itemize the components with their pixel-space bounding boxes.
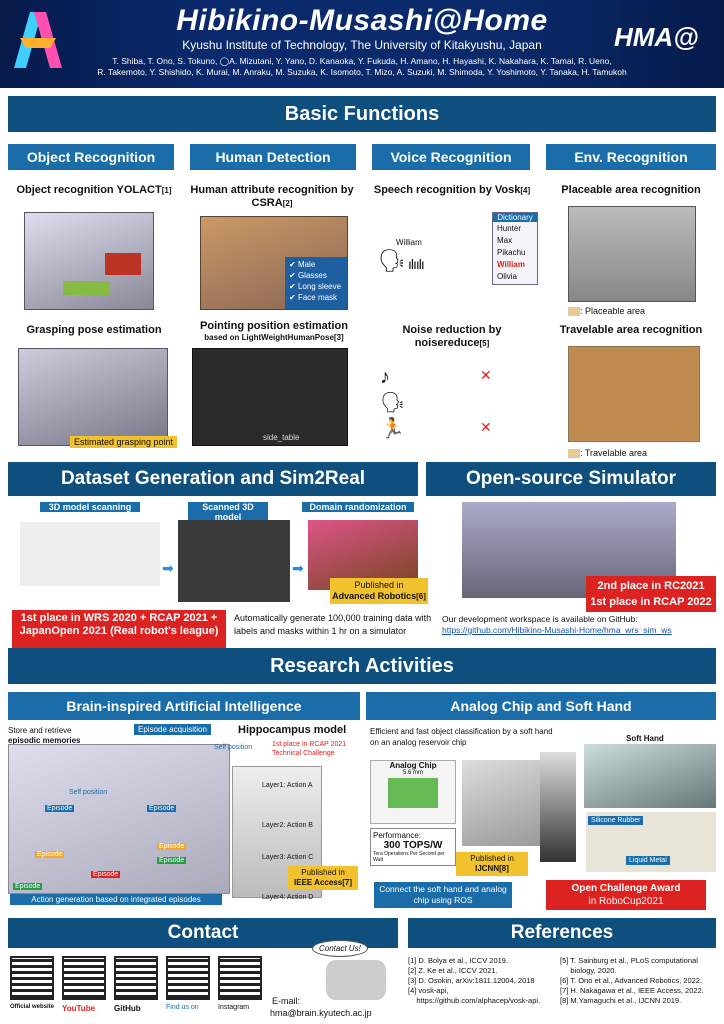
soft-hand-label: Soft Hand [626,734,664,743]
github-link[interactable]: https://github.com/Hibikino-Musashi-Home… [442,625,672,635]
object-recognition-header: Object Recognition [8,144,174,170]
hand-parts-image: Silicone Rubber Liquid Metal [586,812,716,872]
simulator-banner: Open-source Simulator [426,462,716,496]
yolact-label: Object recognition YOLACT[1] [16,184,172,196]
authors: T. Shiba, T. Ono, S. Tokuno, ◯A. Mizutan… [97,56,627,77]
qr-website[interactable] [10,956,54,1000]
contact-bubble: Contact Us! [312,940,368,957]
self-position-label-2: Self position [214,744,253,751]
episode-acquisition-tag: Episode acquisition [134,724,211,735]
github-dev-text: Our development workspace is available o… [442,614,716,636]
instagram-label: Instagram [218,1004,250,1011]
vosk-label: Speech recognition by Vosk[4] [373,184,531,196]
csra-label: Human attribute recognition by CSRA[2] [190,184,354,209]
speaker-icon: 🗣 [378,248,406,273]
placeable-legend: : Placeable area [568,306,645,317]
hma-logo: HMA@ [614,22,699,52]
scanned-label: Scanned 3D model [188,502,268,522]
robot-image [540,752,576,862]
email-label: E-mail: [272,996,301,1006]
connect-ros-tag: Connect the soft hand and analog chip us… [374,882,512,908]
references-right: [5] T. Sainburg et al., PLoS computation… [560,956,704,1005]
soundwave-icon: ılıılı [408,256,425,272]
hippocampus-title: Hippocampus model [238,724,347,736]
robot-hand-image [462,760,542,846]
facebook-label: Find us on [166,1004,199,1011]
github-label: GitHub [114,1004,141,1013]
team-logo-icon [14,12,62,68]
brain-scene-image: Self position Episode Episode Episode Ep… [8,744,230,894]
env-recognition-header: Env. Recognition [546,144,716,170]
analog-chip-header: Analog Chip and Soft Hand [366,692,716,720]
brain-ai-header: Brain-inspired Artificial Intelligence [8,692,360,720]
pointing-image: side_table [192,348,348,446]
layer-4-label: Layer4: Action D [262,894,314,901]
pointing-sublabel: based on LightWeightHumanPose[3] [204,333,344,342]
poster-title: Hibikino-Musashi@Home [176,4,548,37]
travelable-image [568,346,700,442]
yolact-image [24,212,154,310]
noise-icons: ♪🗣🏃 [380,366,406,440]
travelable-label: Travelable area recognition [559,324,703,336]
qr-instagram[interactable] [218,956,262,1000]
analog-description: Efficient and fast object classification… [370,727,553,747]
layer-1-label: Layer1: Action A [262,782,313,789]
qr-youtube[interactable] [62,956,106,1000]
header-bar [0,0,724,88]
grasp-label: Grasping pose estimation [26,324,162,336]
affiliation: Kyushu Institute of Technology, The Univ… [182,38,542,52]
website-label: Official website [10,1004,55,1010]
performance-box: Performance: 300 TOPS/W Tera Operations … [370,828,456,866]
analog-chip-image: Analog Chip 5.6 mm [370,760,456,824]
voice-recognition-header: Voice Recognition [372,144,530,170]
qr-facebook[interactable] [166,956,210,1000]
grasp-image [18,348,168,446]
scanning-label: 3D model scanning [40,502,140,512]
rcap-award: 1st place in RCAP 2021 Technical Challen… [272,741,347,757]
layer-3-label: Layer3: Action C [262,854,314,861]
randomization-label: Domain randomization [302,502,414,512]
placeable-image [568,206,696,302]
mascot-image [326,960,386,1000]
references-banner: References [408,918,716,948]
william-label: William [396,238,422,247]
research-banner: Research Activities [8,648,716,684]
noise-label: Noise reduction by noisereduce[5] [402,324,502,349]
layer-2-label: Layer2: Action B [262,822,313,829]
auto-generate-text: Automatically generate 100,000 training … [234,613,432,636]
references-left: [1] D. Bolya et al., ICCV 2019.[2] Z. Ke… [408,956,541,1005]
arrow-icon-2: ➡ [292,560,304,576]
scanning-image [20,522,160,586]
email-address[interactable]: hma@brain.kyutech.ac.jp [270,1008,372,1018]
grasp-tag: Estimated grasping point [70,436,178,448]
wrs-award: 1st place in WRS 2020 + RCAP 2021 + Japa… [12,610,226,650]
qr-github[interactable] [114,956,158,1000]
scanned-image [178,520,290,602]
placeable-label: Placeable area recognition [561,184,701,196]
youtube-label: YouTube [62,1004,96,1013]
cross-icons: ✕✕ [480,367,492,435]
pointing-label: Pointing position estimation [200,320,348,332]
soft-hand-image [584,744,716,808]
attribute-list: ✔ Male✔ Glasses✔ Long sleeve✔ Face mask [285,257,347,309]
travelable-legend: : Travelable area [568,448,647,459]
basic-functions-banner: Basic Functions [8,96,716,132]
dataset-banner: Dataset Generation and Sim2Real [8,462,418,496]
action-generation-tag: Action generation based on integrated ep… [10,894,222,905]
arrow-icon: ➡ [162,560,174,576]
human-detection-header: Human Detection [190,144,356,170]
csra-image: ✔ Male✔ Glasses✔ Long sleeve✔ Face mask [200,216,348,310]
